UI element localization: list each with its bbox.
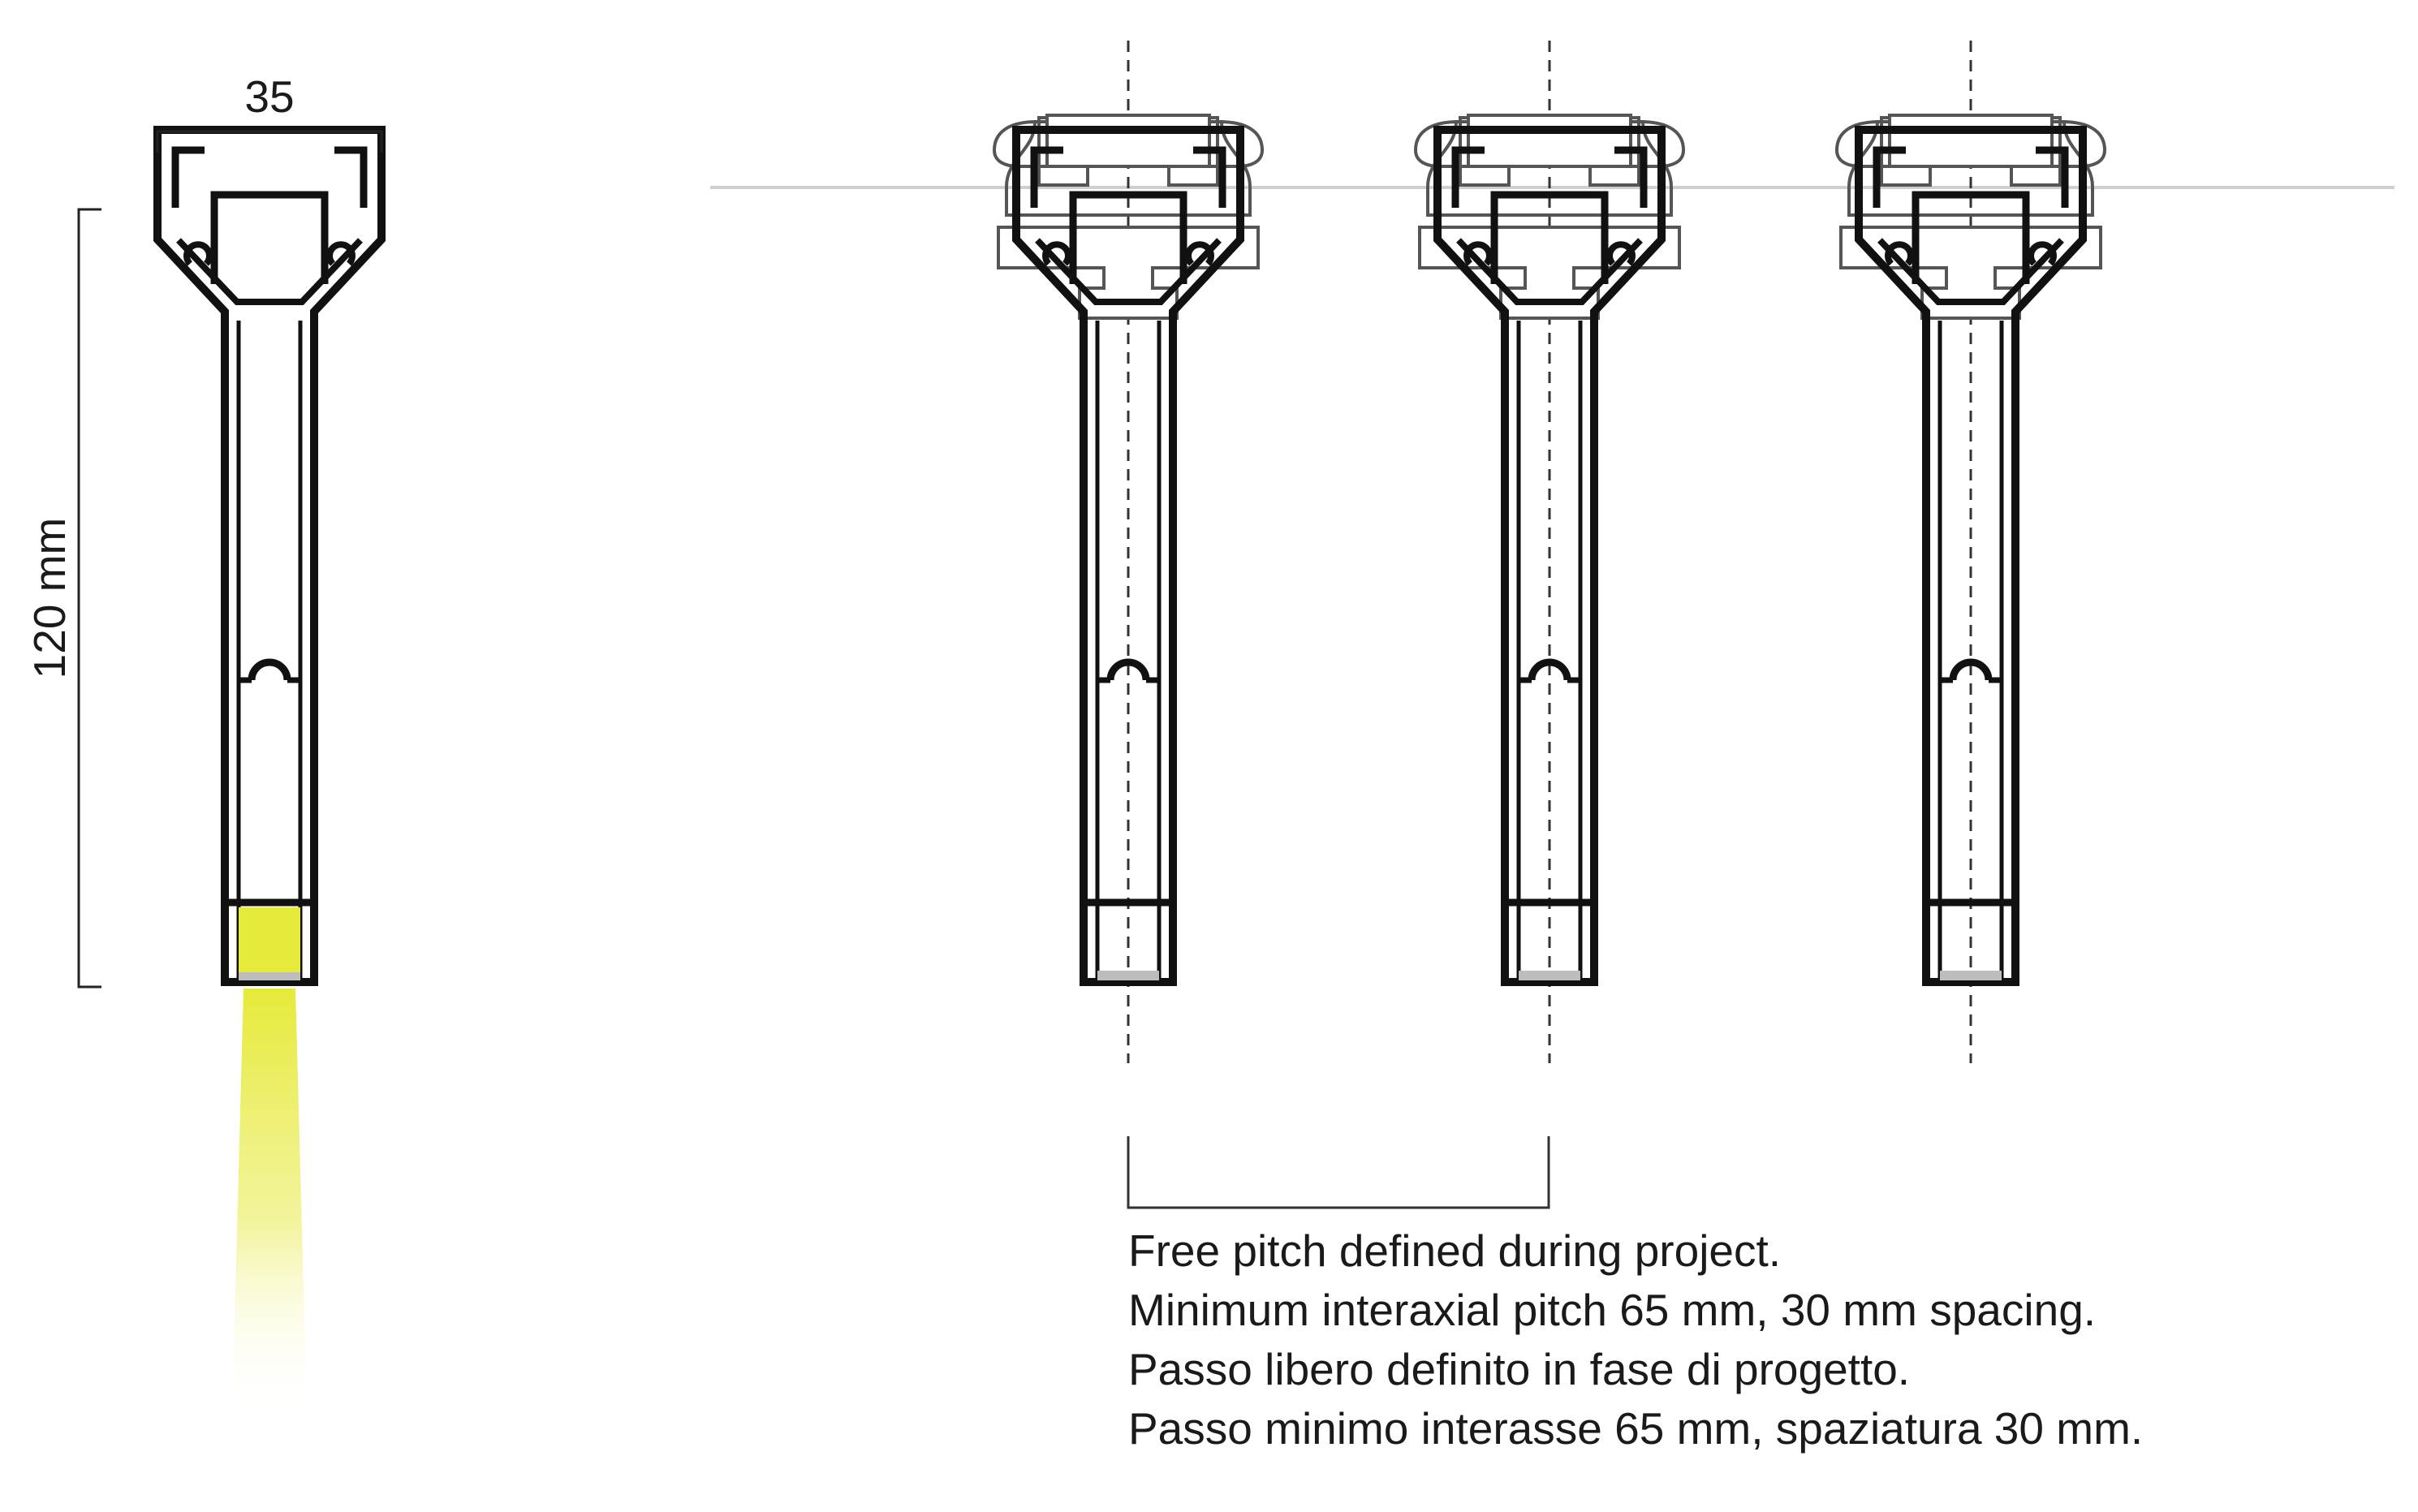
light-beam [232,989,307,1412]
pitch-bracket [1127,1136,1550,1209]
profile-2 [1414,41,1685,1063]
note-line: Free pitch defined during project. [1128,1226,1782,1276]
profile-3 [1835,41,2106,1063]
note-line: Passo minimo interasse 65 mm, spaziatura… [1128,1403,2144,1454]
profile-array [993,41,2106,1063]
note-line: Minimum interaxial pitch 65 mm, 30 mm sp… [1128,1285,2097,1335]
single-profile [157,130,381,982]
note-line: Passo libero definito in fase di progett… [1128,1344,1911,1394]
width-dimension: 35 [156,71,383,153]
height-dimension: 120 mm [24,208,101,989]
profile-1 [993,41,1264,1063]
notes: Free pitch defined during project. Minim… [1128,1221,2143,1458]
height-label: 120 mm [24,518,75,679]
width-label: 35 [244,71,294,122]
